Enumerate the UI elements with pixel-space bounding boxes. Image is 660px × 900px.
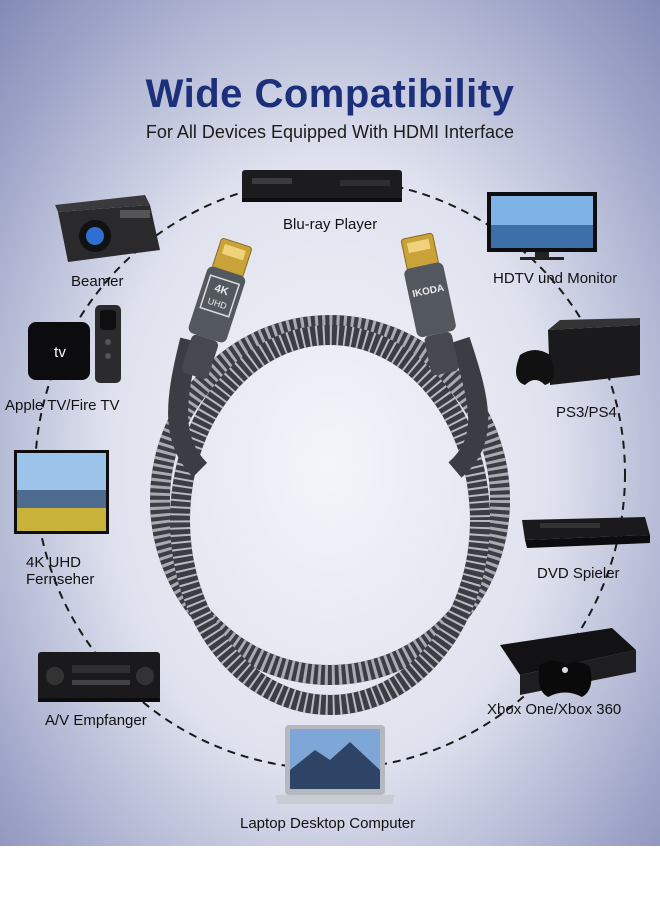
left-hdmi-plug: 4K UHD	[181, 238, 252, 379]
label-hdtv: HDTV und Monitor	[493, 270, 618, 287]
label-apple-tv: Apple TV/Fire TV	[5, 397, 120, 414]
hdtv-monitor-icon	[487, 192, 597, 260]
label-bluray: Blu-ray Player	[283, 216, 378, 233]
beamer-icon	[55, 195, 160, 262]
laptop-icon	[275, 725, 395, 804]
apple-tv-logo-text: tv	[54, 344, 66, 361]
label-uhd-tv-line1: 4K UHD	[26, 554, 82, 571]
label-xbox: Xbox One/Xbox 360	[487, 701, 622, 718]
bottom-margin	[0, 846, 660, 900]
hdmi-cable	[150, 315, 510, 715]
label-beamer: Beamer	[71, 273, 124, 290]
label-uhd-tv-line2: Fernseher	[26, 571, 95, 588]
label-av-receiver: A/V Empfanger	[45, 712, 147, 729]
av-receiver-icon	[38, 652, 160, 702]
label-laptop: Laptop Desktop Computer	[240, 815, 416, 832]
apple-tv-icon: tv	[28, 305, 121, 383]
right-hdmi-plug: IKODA	[400, 232, 459, 376]
page-subtitle: For All Devices Equipped With HDMI Inter…	[145, 122, 515, 142]
page-title: Wide Compatibility	[145, 72, 515, 116]
uhd-tv-icon	[14, 450, 109, 534]
dvd-player-icon	[522, 517, 650, 548]
label-dvd: DVD Spieler	[537, 565, 620, 582]
infographic-panel: 4K UHD IKODA	[0, 0, 660, 846]
bluray-player-icon	[242, 170, 402, 202]
illustration: 4K UHD IKODA	[14, 170, 650, 804]
label-playstation: PS3/PS4	[556, 404, 617, 421]
playstation-icon	[516, 318, 640, 385]
left-plug-text-4k: 4K	[213, 282, 230, 298]
xbox-icon	[500, 628, 636, 697]
